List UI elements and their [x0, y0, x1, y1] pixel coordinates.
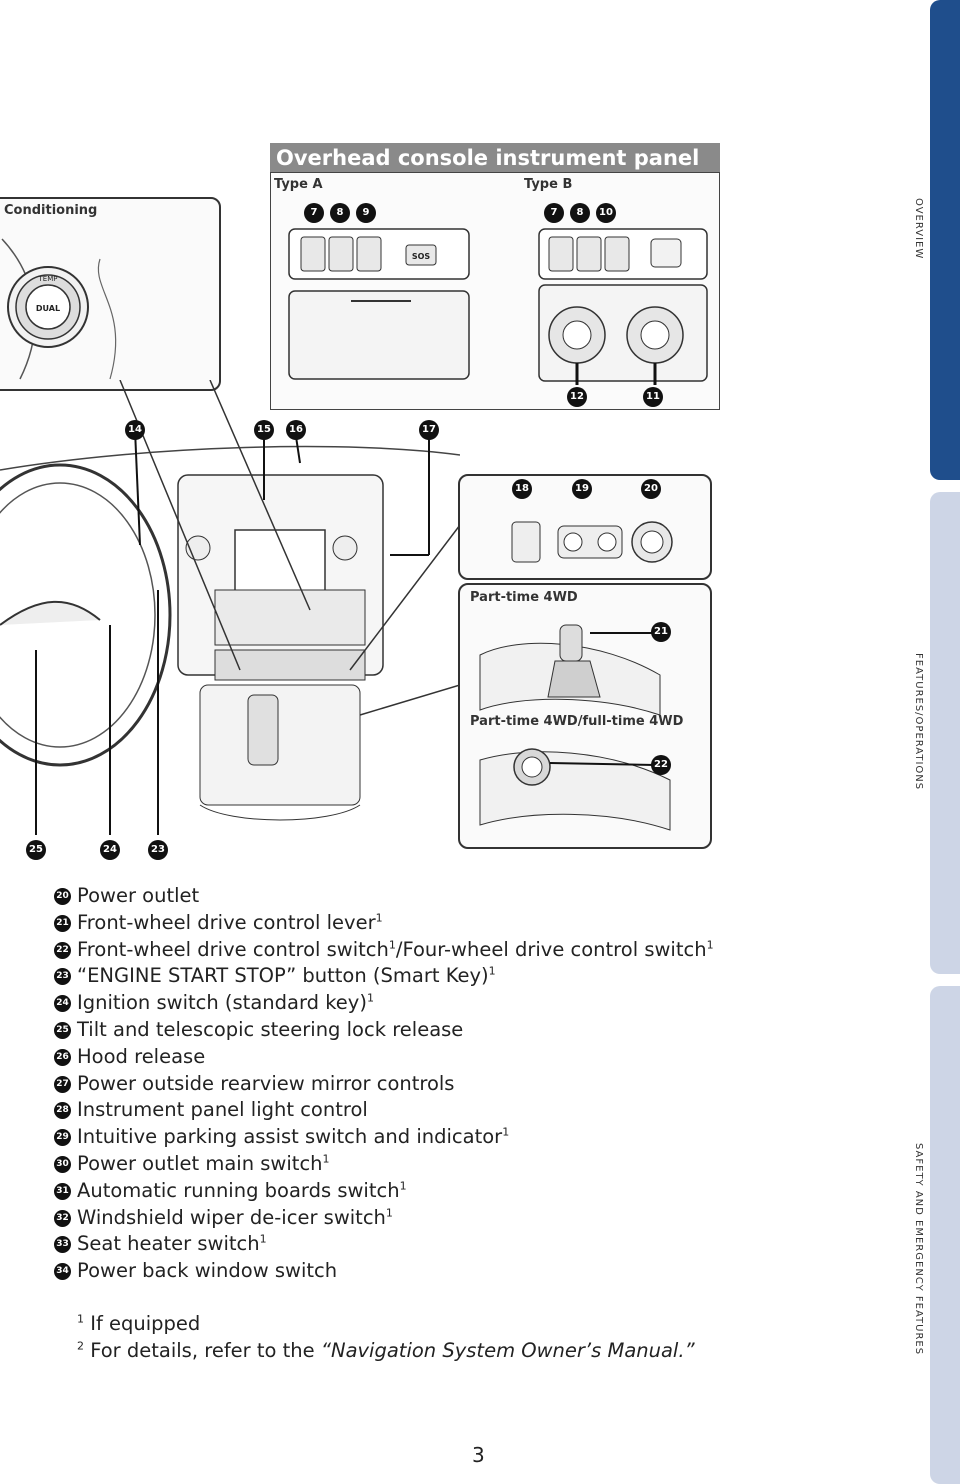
- callout-12: 12: [567, 387, 587, 407]
- sos-label: SOS: [412, 252, 431, 261]
- legend-number: 32: [54, 1209, 71, 1227]
- four-wd-illustration: [479, 624, 671, 831]
- legend-number: 34: [54, 1263, 71, 1281]
- legend-number: 28: [54, 1102, 71, 1120]
- climate-label: Conditioning: [4, 203, 98, 218]
- callout-15: 15: [254, 420, 274, 440]
- legend-number: 33: [54, 1236, 71, 1254]
- legend-number: 24: [54, 995, 71, 1013]
- tab-label-features: FEATURES/OPERATIONS: [913, 653, 924, 791]
- callout-9-type-a: 9: [356, 203, 376, 223]
- callout-7-type-a: 7: [304, 203, 324, 223]
- callout-23: 23: [148, 840, 168, 860]
- legend-number: 23: [54, 968, 71, 986]
- legend-number: 27: [54, 1075, 71, 1093]
- callout-17: 17: [419, 420, 439, 440]
- callout-14: 14: [125, 420, 145, 440]
- overview-tab[interactable]: [930, 0, 960, 480]
- climate-knob-top-label: TEMP: [38, 275, 58, 283]
- callout-22: 22: [651, 755, 671, 775]
- part-time-4wd-label: Part-time 4WD: [470, 590, 578, 605]
- legend-number: 31: [54, 1182, 71, 1200]
- legend-number: 29: [54, 1129, 71, 1147]
- legend-number: 25: [54, 1021, 71, 1039]
- callout-19: 19: [572, 479, 592, 499]
- callout-21: 21: [651, 622, 671, 642]
- callout-18: 18: [512, 479, 532, 499]
- type-b-label: Type B: [524, 177, 573, 192]
- safety-tab[interactable]: [930, 986, 960, 1484]
- footnote-2: 2 For details, refer to the “Navigation …: [77, 1339, 695, 1362]
- footnotes: 1 If equipped 2 For details, refer to th…: [77, 1310, 695, 1364]
- legend-number: 20: [54, 888, 71, 905]
- tab-label-safety: SAFETY AND EMERGENCY FEATURES: [913, 1143, 924, 1356]
- callout-25: 25: [26, 840, 46, 860]
- climate-control-inset: TEMP DUAL: [0, 197, 221, 391]
- callout-11: 11: [643, 387, 663, 407]
- features-tab[interactable]: [930, 492, 960, 974]
- footnote-1: 1 If equipped: [77, 1312, 201, 1335]
- climate-knob-illustration: TEMP DUAL: [1, 238, 117, 380]
- dashboard-illustration: [0, 429, 460, 835]
- tab-label-overview: OVERVIEW: [913, 198, 924, 260]
- page-number: 3: [472, 1443, 485, 1467]
- legend-item: 23“ENGINE START STOP” button (Smart Key)…: [54, 963, 777, 990]
- legend-number: 22: [54, 941, 71, 959]
- callout-8-type-b: 8: [570, 203, 590, 223]
- overhead-console-title: Overhead console instrument panel: [270, 143, 720, 173]
- callout-20: 20: [641, 479, 661, 499]
- callout-7-type-b: 7: [544, 203, 564, 223]
- power-outlet-illustration: [511, 521, 673, 563]
- overhead-console-panel: SOS: [270, 172, 720, 410]
- callout-10-type-b: 10: [596, 203, 616, 223]
- overhead-console-illustration: SOS: [288, 228, 708, 385]
- part-full-4wd-label: Part-time 4WD/full-time 4WD: [470, 714, 684, 729]
- four-wd-inset: [458, 583, 712, 849]
- callout-8-type-a: 8: [330, 203, 350, 223]
- type-a-label: Type A: [274, 177, 323, 192]
- legend-number: 30: [54, 1155, 71, 1173]
- callout-24: 24: [100, 840, 120, 860]
- callout-16: 16: [286, 420, 306, 440]
- legend-number: 21: [54, 914, 71, 932]
- climate-knob-center-label: DUAL: [36, 304, 60, 313]
- legend-number: 26: [54, 1048, 71, 1066]
